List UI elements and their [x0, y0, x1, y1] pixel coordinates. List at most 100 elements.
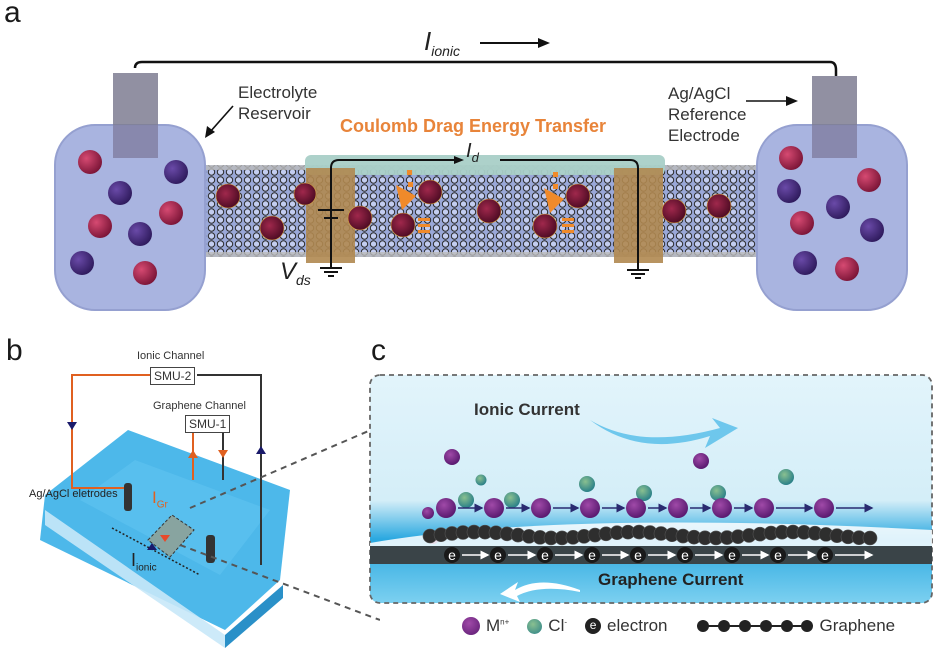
- smu1-box: SMU-1: [185, 415, 231, 433]
- ionic-current-main: I: [424, 26, 432, 56]
- voltage-label: Vds: [280, 258, 311, 288]
- legend-label-chloride: Cl-: [548, 616, 568, 635]
- cation: [484, 498, 504, 518]
- drag-indicators: [396, 170, 574, 233]
- electrode-label-line2: Reference: [668, 105, 747, 124]
- electron: e: [817, 547, 833, 563]
- electron-icon: e: [585, 618, 602, 634]
- svg-text:e: e: [588, 547, 596, 563]
- graphene-channel-label: Graphene Channel: [153, 400, 246, 412]
- electron: e: [490, 547, 506, 563]
- ionic-circuit-left: [71, 374, 150, 489]
- graphene-atom: [862, 530, 878, 546]
- ionic-current-text: Ionic Current: [474, 400, 580, 419]
- cation: [626, 498, 646, 518]
- legend-item-cation: Mn+: [462, 616, 509, 636]
- right-reservoir-ions: [777, 146, 884, 281]
- svg-text:e: e: [821, 547, 829, 563]
- svg-text:e: e: [634, 547, 642, 563]
- drag-current-sub: d: [471, 150, 479, 165]
- electron: e: [444, 547, 460, 563]
- graphene-current-text: Graphene Current: [598, 570, 744, 589]
- ground-left-icon: [320, 262, 342, 277]
- cation: [531, 498, 551, 518]
- legend-item-electron: e electron: [585, 616, 668, 636]
- electrode-left: [124, 483, 132, 511]
- cation: [436, 498, 456, 518]
- electrodes-label: Ag/AgCl eletrodes: [29, 488, 118, 500]
- electrode-right: [206, 535, 215, 563]
- igr-main: I: [152, 488, 157, 507]
- ionic-current-arrow: [590, 418, 738, 448]
- smu2-box: SMU-2: [150, 367, 196, 385]
- legend-item-graphene: Graphene: [696, 616, 896, 636]
- graphene-plate: [305, 155, 665, 175]
- graphene-current-arrow: [500, 582, 580, 602]
- electron: e: [630, 547, 646, 563]
- ionic-channel-label: Ionic Channel: [137, 350, 205, 362]
- ionic-wire-right: [355, 60, 838, 76]
- iionic-label: Iionic: [131, 550, 157, 574]
- panel-b-diagram: [40, 374, 380, 648]
- zoom-box: [369, 374, 933, 604]
- reservoir-label-line2: Reservoir: [238, 104, 311, 123]
- drifting-cations: [436, 498, 874, 518]
- ionic-current-sub: ionic: [431, 43, 461, 60]
- free-ions: [444, 449, 794, 508]
- panel-c-letter: c: [371, 334, 386, 367]
- electrode-label: Ag/AgCl Reference Electrode: [668, 83, 746, 146]
- svg-text:e: e: [494, 547, 502, 563]
- ionic-current-label: Iionic: [424, 26, 460, 59]
- ion-clusters: [215, 179, 732, 241]
- ground-right-icon: [627, 269, 649, 279]
- panel-b-letter: b: [6, 334, 23, 367]
- zoom-line-top: [189, 425, 380, 509]
- zoom-line-bottom: [179, 544, 380, 621]
- left-reservoir-ions: [70, 150, 188, 285]
- reservoir-pointer-arrow: [209, 105, 234, 133]
- drag-current-label: Id: [466, 140, 479, 165]
- cation: [580, 498, 600, 518]
- chloride-ion-icon: [527, 618, 543, 634]
- graphene-chain-icon: [696, 620, 813, 632]
- legend-item-chloride: Cl-: [527, 616, 567, 636]
- electron: e: [677, 547, 693, 563]
- cation: [754, 498, 774, 518]
- iionic-sub: ionic: [136, 562, 157, 574]
- energy-transfer-label: Coulomb Drag Energy Transfer: [340, 116, 607, 136]
- iionic-main: I: [131, 550, 137, 570]
- drag-current-main: I: [466, 140, 472, 162]
- ionic-wire-left: [133, 60, 355, 69]
- voltage-sub: ds: [296, 271, 311, 288]
- electron: e: [724, 547, 740, 563]
- electron: e: [537, 547, 553, 563]
- panel-a-diagram: [54, 38, 908, 311]
- graphene-atoms: [422, 524, 878, 546]
- svg-text:e: e: [448, 547, 456, 563]
- igr-label: IGr: [152, 488, 168, 510]
- svg-text:e: e: [728, 547, 736, 563]
- cation-ion-icon: [462, 617, 480, 635]
- svg-text:e: e: [541, 547, 549, 563]
- cation: [814, 498, 834, 518]
- legend: Mn+ Cl- e electron Graphene: [462, 616, 895, 636]
- electrode-label-line1: Ag/AgCl: [668, 84, 731, 103]
- panel-a-letter: a: [4, 0, 21, 29]
- ionic-circuit-right: [197, 374, 262, 565]
- cation: [712, 498, 732, 518]
- graphene-chip: [147, 514, 195, 558]
- svg-text:e: e: [681, 547, 689, 563]
- reservoir-label: Electrolyte Reservoir: [238, 82, 317, 124]
- cation: [668, 498, 688, 518]
- svg-text:e: e: [774, 547, 782, 563]
- electrode-label-line3: Electrode: [668, 126, 740, 145]
- voltage-main: V: [280, 258, 297, 285]
- igr-sub: Gr: [156, 499, 168, 511]
- reservoir-label-line1: Electrolyte: [238, 83, 318, 102]
- legend-label-electron: electron: [607, 616, 668, 635]
- electron: e: [584, 547, 600, 563]
- legend-label-graphene: Graphene: [819, 616, 896, 635]
- electron: e: [770, 547, 786, 563]
